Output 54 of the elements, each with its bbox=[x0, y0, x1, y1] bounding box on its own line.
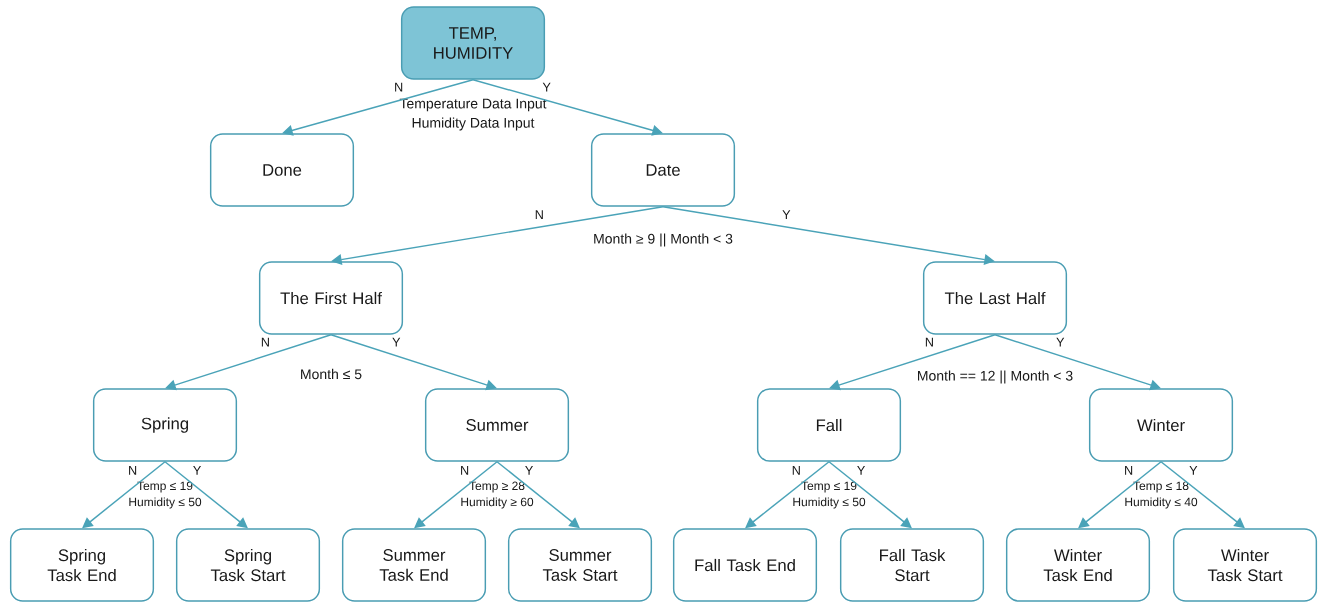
leaf-box: Summer Task End bbox=[341, 528, 487, 602]
condition-text: Month ≤ 5 bbox=[298, 367, 364, 381]
leaf-box: Winter Task End bbox=[1005, 528, 1151, 602]
decision-box: Spring bbox=[92, 388, 238, 462]
edge-label: Y bbox=[779, 207, 794, 222]
edge-label: N bbox=[789, 463, 804, 478]
condition-text: Temp ≤ 19 bbox=[135, 480, 195, 494]
condition-text: Temperature Data Input bbox=[398, 97, 548, 113]
arrow bbox=[994, 334, 1161, 391]
leaf-box: Summer Task Start bbox=[507, 528, 653, 602]
edge-label: N bbox=[1121, 463, 1136, 478]
condition-text: Humidity ≤ 40 bbox=[1123, 496, 1199, 510]
decision-box: Fall bbox=[756, 388, 902, 462]
edge-label: N bbox=[922, 335, 937, 350]
condition-text: Temp ≤ 18 bbox=[1131, 480, 1191, 494]
decision-box: Done bbox=[209, 133, 355, 207]
decision-box: The Last Half bbox=[922, 261, 1068, 335]
edge-label: Y bbox=[522, 463, 536, 478]
start-box: TEMP, HUMIDITY bbox=[400, 6, 546, 80]
decision-box: Winter bbox=[1088, 388, 1234, 462]
edge-label: Y bbox=[539, 80, 554, 95]
edge-label: Y bbox=[854, 463, 868, 478]
edge-label: N bbox=[391, 80, 406, 95]
condition-text: Humidity ≥ 60 bbox=[459, 496, 535, 510]
decision-box: Summer bbox=[424, 388, 570, 462]
leaf-box: Winter Task Start bbox=[1172, 528, 1318, 602]
leaf-box: Spring Task End bbox=[9, 528, 155, 602]
decision-box: The First Half bbox=[258, 261, 404, 335]
arrow bbox=[165, 334, 332, 391]
condition-text: Temp ≥ 28 bbox=[467, 480, 527, 494]
condition-text: Temp ≤ 19 bbox=[799, 480, 859, 494]
decision-box: Date bbox=[590, 133, 736, 207]
edge-label: N bbox=[258, 335, 273, 350]
condition-text: Humidity ≤ 50 bbox=[791, 496, 867, 510]
arrow bbox=[662, 206, 995, 265]
edge-label: Y bbox=[389, 335, 404, 350]
condition-text: Month ≥ 9 || Month < 3 bbox=[591, 232, 735, 248]
leaf-box: Spring Task Start bbox=[175, 528, 321, 602]
condition-text: Month == 12 || Month < 3 bbox=[915, 369, 1075, 385]
edge-label: Y bbox=[1053, 335, 1068, 350]
arrow bbox=[472, 79, 663, 136]
condition-text: Humidity Data Input bbox=[410, 116, 536, 132]
edge-label: Y bbox=[1186, 463, 1201, 478]
edge-label: N bbox=[125, 463, 140, 478]
arrow bbox=[330, 334, 497, 391]
leaf-box: Fall Task End bbox=[672, 528, 818, 602]
edge-label: Y bbox=[190, 463, 204, 478]
condition-text: Humidity ≤ 50 bbox=[127, 496, 203, 510]
edge-label: N bbox=[532, 207, 547, 222]
arrow bbox=[829, 334, 996, 391]
arrow bbox=[282, 79, 474, 136]
edge-label: N bbox=[457, 463, 472, 478]
arrow bbox=[331, 206, 664, 265]
leaf-box: Fall Task Start bbox=[839, 528, 985, 602]
